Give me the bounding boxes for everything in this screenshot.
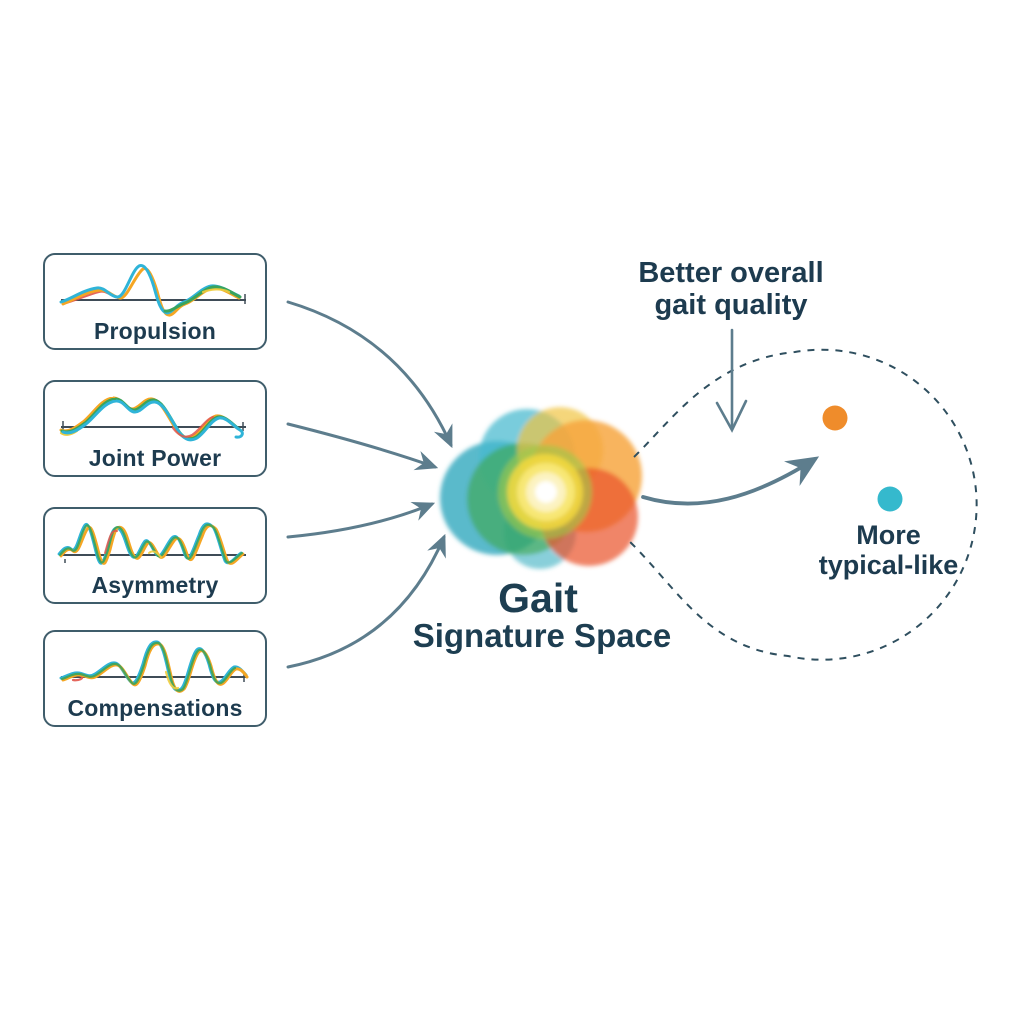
input-label-asymmetry: Asymmetry — [91, 572, 219, 598]
input-box-propulsion: Propulsion — [43, 253, 267, 350]
gait-signature-blob — [440, 407, 642, 569]
quality-annotation-line2: gait quality — [654, 289, 808, 322]
typical-outcome-point — [877, 486, 903, 512]
joint-power-waveform — [59, 396, 246, 442]
typical-like-line1: More — [856, 520, 921, 550]
input-box-joint-power: Joint Power — [43, 380, 267, 477]
hub-title-line2: Signature Space — [412, 617, 672, 654]
arrow-propulsion-to-hub — [286, 300, 453, 449]
arrow-jointpower-to-hub — [286, 422, 439, 471]
input-label-joint-power: Joint Power — [88, 445, 222, 471]
quality-annotation: Better overall gait quality — [596, 257, 866, 322]
input-label-propulsion: Propulsion — [93, 318, 217, 344]
arrow-compensations-to-hub — [286, 533, 446, 669]
arrow-hub-to-outcome — [641, 456, 820, 506]
arrow-annotation-down — [715, 328, 748, 433]
compensations-waveform — [59, 640, 249, 693]
typical-like-line2: typical-like — [818, 549, 959, 580]
input-label-compensations: Compensations — [67, 695, 243, 721]
input-box-compensations: Compensations — [43, 630, 267, 727]
propulsion-waveform — [59, 264, 246, 317]
arrow-asymmetry-to-hub — [286, 502, 436, 539]
hub-title-line1: Gait — [498, 575, 578, 621]
better-outcome-point — [822, 405, 848, 431]
input-box-asymmetry: Asymmetry — [43, 507, 267, 604]
asymmetry-waveform — [57, 522, 246, 565]
typical-like-label: More typical-like — [766, 520, 1011, 580]
quality-annotation-line1: Better overall — [638, 257, 824, 289]
